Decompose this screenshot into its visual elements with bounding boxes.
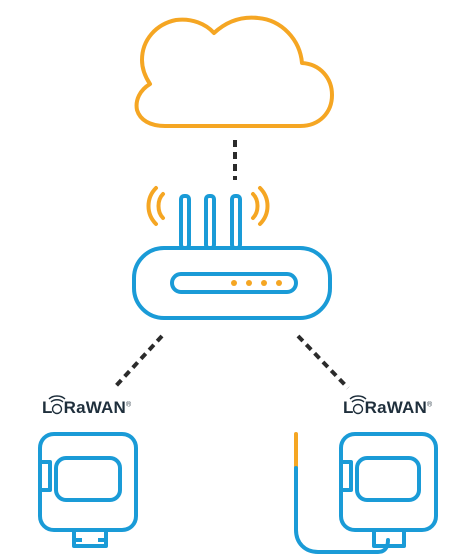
cloud-icon <box>134 15 334 128</box>
brand-prefix: L <box>42 398 53 417</box>
sensor-device-icon <box>38 432 138 548</box>
probe-sensor-icon <box>294 432 438 554</box>
gateway-right-sensor-link <box>296 334 350 390</box>
gateway-indicator-lights <box>231 280 282 286</box>
lorawan-logo-icon <box>349 395 367 415</box>
lorawan-label-right: L RaWAN® <box>343 398 432 418</box>
trademark-mark: ® <box>126 401 132 409</box>
lorawan-logo-icon <box>48 395 66 415</box>
wifi-signal-icon <box>146 186 270 226</box>
brand-suffix: RaWAN <box>364 398 427 417</box>
gateway-led-panel <box>170 272 298 294</box>
gateway-antennas <box>179 194 242 250</box>
brand-suffix: RaWAN <box>63 398 126 417</box>
brand-prefix: L <box>343 398 354 417</box>
gateway-left-sensor-link <box>112 334 164 390</box>
trademark-mark: ® <box>427 401 433 409</box>
lorawan-label-left: L RaWAN® <box>42 398 131 418</box>
